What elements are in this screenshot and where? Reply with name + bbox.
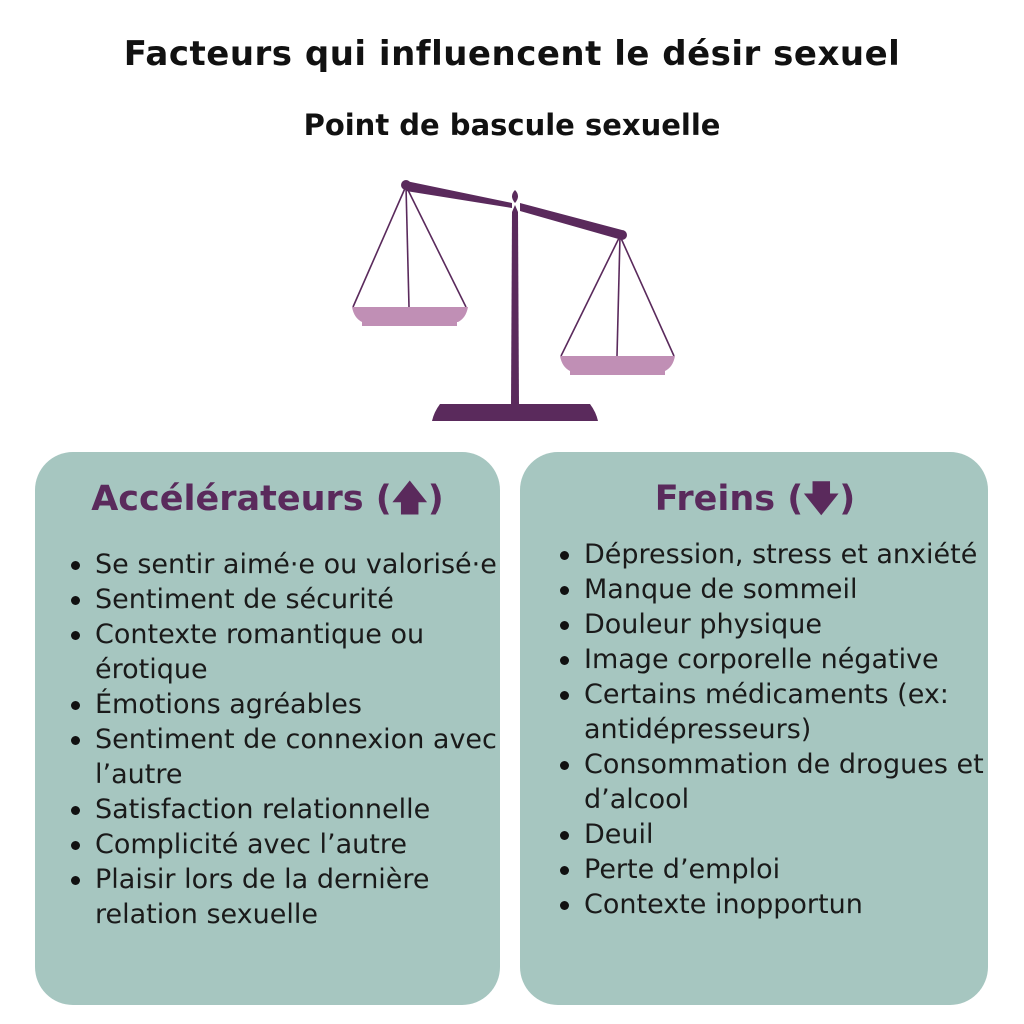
balance-scale-icon [352,180,675,421]
page-subtitle: Point de bascule sexuelle [303,108,721,142]
freins-heading: Freins (🡇) [654,479,856,519]
freins-list: Dépression, stress et anxiété Manque de … [556,537,988,922]
accelerateurs-panel: Accélérateurs (🡅) Se sentir aimé·e ou va… [35,452,500,1005]
list-item: Sentiment de connexion avec l’autre [71,722,500,792]
list-item: Consommation de drogues et d’alcool [560,747,988,817]
list-item: Satisfaction relationnelle [71,792,500,827]
list-item: Certains médicaments (ex: antidépresseur… [560,677,988,747]
list-item: Deuil [560,817,988,852]
list-item: Image corporelle négative [560,642,988,677]
page-title: Facteurs qui influencent le désir sexuel [123,34,901,74]
list-item: Perte d’emploi [560,852,988,887]
list-item: Émotions agréables [71,687,500,722]
accelerateurs-list: Se sentir aimé·e ou valorisé·e Sentiment… [69,547,500,932]
list-item: Dépression, stress et anxiété [560,537,988,572]
list-item: Plaisir lors de la dernière relation sex… [71,862,500,932]
list-item: Contexte romantique ou érotique [71,617,500,687]
list-item: Complicité avec l’autre [71,827,500,862]
list-item: Se sentir aimé·e ou valorisé·e [71,547,500,582]
list-item: Manque de sommeil [560,572,988,607]
list-item: Contexte inopportun [560,887,988,922]
accelerateurs-heading: Accélérateurs (🡅) [91,479,444,519]
list-item: Sentiment de sécurité [71,582,500,617]
freins-panel: Freins (🡇) Dépression, stress et anxiété… [520,452,988,1005]
list-item: Douleur physique [560,607,988,642]
